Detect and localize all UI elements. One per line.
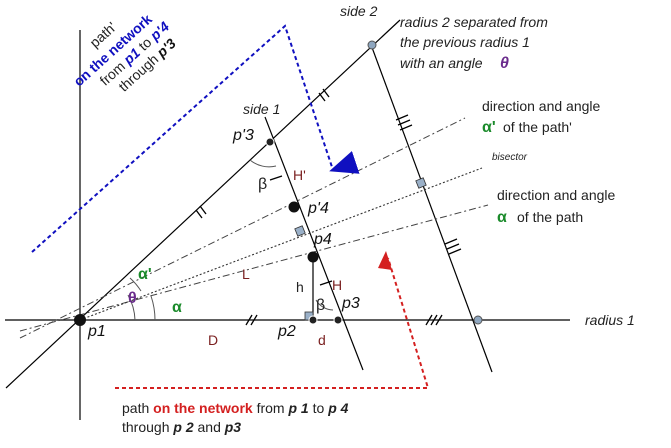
dir-prime-line2: of the path' <box>503 119 572 135</box>
angle-arcs <box>127 159 334 321</box>
dir-line1: direction and angle <box>497 187 616 203</box>
label-p3: p3 <box>341 295 360 312</box>
dir-line2: of the path <box>517 209 583 225</box>
label-p2: p2 <box>277 323 296 340</box>
label-p4: p4 <box>313 231 332 248</box>
label-side-2: side 2 <box>340 3 378 19</box>
path-arrowhead <box>378 251 392 270</box>
dir-prime-alpha: α' <box>482 119 496 136</box>
path-prime-annotation: path' on the network from p1 to p'4 thro… <box>70 11 179 95</box>
path-annotation-line2: through p 2 and p3 <box>122 419 241 435</box>
direction-path-prime <box>19 117 466 339</box>
label-p4-prime: p'4 <box>307 200 329 217</box>
radius-2-desc-line1: radius 2 separated from <box>400 14 548 30</box>
point-p1 <box>74 314 86 326</box>
right-angle-marker-side2 <box>415 177 427 189</box>
label-bisector: bisector <box>492 152 528 163</box>
angle-theta: θ <box>128 290 137 307</box>
label-d: d <box>318 332 326 348</box>
label-D: D <box>208 332 218 348</box>
angle-beta-lower: β <box>316 297 325 314</box>
label-H: H <box>332 277 342 293</box>
tick-marks <box>195 88 462 326</box>
direction-lines <box>19 117 489 339</box>
label-h: h <box>296 279 304 295</box>
points <box>74 40 483 326</box>
point-p2 <box>308 315 318 325</box>
label-p1: p1 <box>87 323 106 340</box>
label-L: L <box>242 266 250 282</box>
angle-beta-upper: β <box>258 176 267 193</box>
path-dashed <box>115 257 430 389</box>
direction-path <box>19 204 489 332</box>
point-p4-prime <box>288 201 300 213</box>
point-radius1-side2 <box>473 315 483 325</box>
point-p4 <box>307 251 319 263</box>
bisector-line <box>79 167 483 321</box>
radius-2-desc-line2: the previous radius 1 <box>400 34 530 50</box>
path-annotation-line1: path on the network from p 1 to p 4 <box>122 400 349 416</box>
label-H-prime: H' <box>293 167 306 183</box>
point-p3 <box>333 315 343 325</box>
side-1-line <box>264 116 364 371</box>
label-radius-1: radius 1 <box>585 312 635 328</box>
radius-2-line <box>5 19 401 389</box>
dir-prime-line1: direction and angle <box>482 98 601 114</box>
right-angle-marker-side1 <box>294 225 306 237</box>
radius-2-desc-line3: with an angle <box>400 55 483 71</box>
label-side-1: side 1 <box>243 101 280 117</box>
angle-alpha-prime: α' <box>138 266 152 283</box>
dir-alpha: α <box>497 209 507 226</box>
radius-2-theta: θ <box>500 55 509 72</box>
label-p3-prime: p'3 <box>232 127 254 144</box>
path-prime-dashed <box>31 24 360 253</box>
point-radius2-side2 <box>367 40 377 50</box>
angle-alpha: α <box>172 299 182 316</box>
side-2-line <box>369 41 493 373</box>
point-p3-prime <box>265 137 275 147</box>
